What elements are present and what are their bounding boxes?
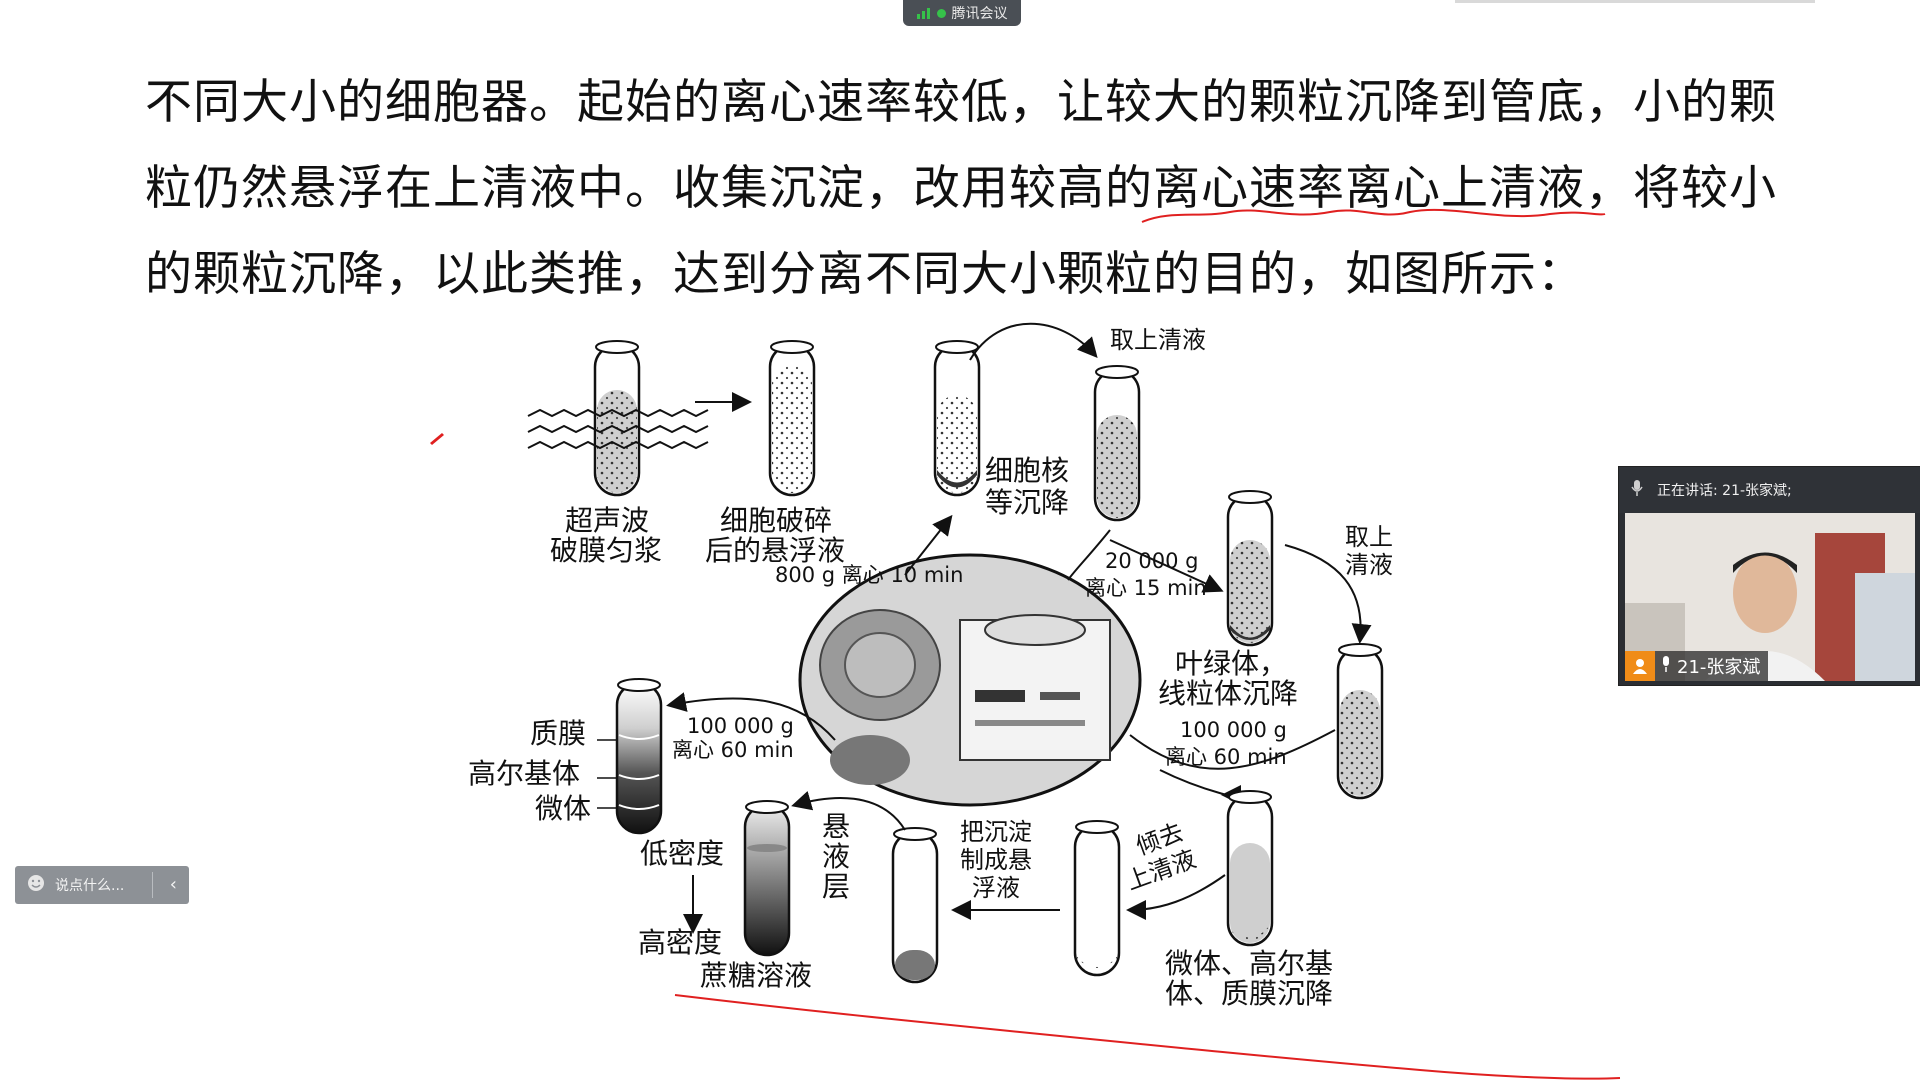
speaking-header: 正在讲话: 21-张家斌; bbox=[1619, 467, 1920, 513]
tube-homogenate bbox=[593, 340, 641, 497]
red-bottom-annotation bbox=[674, 994, 1621, 1080]
mic-icon bbox=[1661, 655, 1671, 677]
label-nucleus-1: 细胞核 bbox=[985, 454, 1069, 487]
label-take-super-2a: 取上 bbox=[1345, 523, 1393, 551]
label-spin-800: 800 g 离心 10 min bbox=[775, 563, 963, 587]
collapse-chevron-icon[interactable]: ‹ bbox=[169, 874, 177, 895]
speaking-label: 正在讲话: 21-张家斌; bbox=[1657, 483, 1792, 499]
label-spin-100000a-1: 100 000 g bbox=[687, 714, 794, 738]
label-spin-20000-1: 20 000 g bbox=[1105, 549, 1199, 573]
label-spin-100000b-2: 离心 60 min bbox=[1165, 745, 1287, 769]
meeting-app-title: 腾讯会议 bbox=[951, 6, 1008, 22]
tube-small-sediment bbox=[1073, 820, 1121, 977]
tube-micro-sediment bbox=[1226, 790, 1274, 947]
tube-sucrose-gradient bbox=[743, 800, 791, 957]
red-underline-annotation bbox=[1141, 208, 1606, 223]
label-high-density: 高密度 bbox=[638, 926, 722, 959]
emoji-icon[interactable] bbox=[27, 874, 45, 896]
label-susp-layer-1: 悬 bbox=[822, 810, 850, 843]
label-ultrasound-1: 超声波 bbox=[565, 504, 649, 537]
label-make-susp-2: 制成悬 bbox=[960, 846, 1032, 874]
label-take-super-2b: 清液 bbox=[1345, 551, 1393, 579]
label-suspension-1: 细胞破碎 bbox=[720, 504, 832, 537]
label-low-density: 低密度 bbox=[640, 837, 724, 870]
document-line: 不同大小的细胞器。起始的离心速率较低，让较大的颗粒沉降到管底，小的颗 bbox=[145, 75, 1777, 130]
chat-divider bbox=[152, 872, 153, 898]
user-icon bbox=[1625, 651, 1655, 681]
participant-video[interactable]: 21-张家斌 bbox=[1625, 513, 1915, 681]
label-chloro-1: 叶绿体， bbox=[1175, 647, 1287, 680]
label-sucrose: 蔗糖溶液 bbox=[700, 959, 812, 992]
tube-resuspended bbox=[891, 827, 939, 984]
label-spin-20000-2: 离心 15 min bbox=[1085, 576, 1207, 600]
document-line: 的颗粒沉降，以此类推，达到分离不同大小颗粒的目的，如图所示： bbox=[145, 247, 1585, 302]
tube-supernatant-2 bbox=[1336, 643, 1384, 800]
label-sediment-2: 体、质膜沉降 bbox=[1165, 977, 1333, 1010]
video-panel[interactable]: 正在讲话: 21-张家斌; 21-张家斌 bbox=[1618, 466, 1920, 686]
arrow-take-super-2 bbox=[1284, 544, 1372, 644]
arrow-take-super-1 bbox=[969, 322, 1098, 361]
label-sediment-1: 微体、高尔基 bbox=[1165, 947, 1333, 980]
centrifuge-photo bbox=[798, 553, 1142, 807]
ultrasound-waves bbox=[527, 408, 709, 450]
label-chloro-2: 线粒体沉降 bbox=[1158, 677, 1298, 710]
arrow-800g bbox=[904, 514, 953, 576]
meeting-title-bar[interactable]: 腾讯会议 bbox=[903, 0, 1021, 26]
label-micro: 微体 bbox=[535, 792, 591, 825]
chat-placeholder: 说点什么... bbox=[55, 878, 125, 894]
tube-chloroplast bbox=[1226, 490, 1274, 647]
arrow-20000g-tail bbox=[1109, 539, 1224, 593]
participant-name-tag: 21-张家斌 bbox=[1625, 651, 1769, 681]
label-take-super-1: 取上清液 bbox=[1110, 326, 1206, 354]
label-nucleus-2: 等沉降 bbox=[985, 486, 1069, 519]
tube-nucleus bbox=[933, 340, 981, 497]
tube-supernatant-1 bbox=[1093, 365, 1141, 522]
document-body: 不同大小的细胞器。起始的离心速率较低，让较大的颗粒沉降到管底，小的颗 粒仍然悬浮… bbox=[145, 60, 1805, 318]
pen-cursor-icon bbox=[430, 433, 444, 445]
shield-icon bbox=[936, 8, 946, 18]
label-ultrasound-2: 破膜匀浆 bbox=[550, 534, 662, 567]
arrow-20000g bbox=[1067, 529, 1111, 581]
label-susp-layer-2: 液 bbox=[822, 840, 850, 873]
participant-name: 21-张家斌 bbox=[1677, 657, 1761, 678]
signal-icon bbox=[916, 7, 931, 19]
mic-icon bbox=[1631, 480, 1643, 500]
arrow-to-gradient bbox=[791, 790, 906, 831]
tube-separated-bands bbox=[615, 678, 663, 835]
arrow-100000g-b bbox=[1129, 729, 1336, 770]
label-golgi: 高尔基体 bbox=[468, 757, 580, 790]
label-susp-layer-3: 层 bbox=[822, 870, 850, 903]
top-toolbar-edge bbox=[1455, 0, 1815, 3]
label-spin-100000b-1: 100 000 g bbox=[1180, 718, 1287, 742]
label-make-susp-3: 浮液 bbox=[972, 874, 1020, 902]
label-make-susp-1: 把沉淀 bbox=[960, 818, 1032, 846]
arrow-pour bbox=[1126, 874, 1226, 920]
arrow-100000g-a bbox=[666, 692, 836, 741]
label-pm: 质膜 bbox=[530, 717, 586, 750]
tube-suspension bbox=[768, 340, 816, 497]
chat-input[interactable]: 说点什么... ‹ bbox=[15, 866, 189, 904]
document-line: 粒仍然悬浮在上清液中。收集沉淀，改用较高的离心速率离心上清液，将较小 bbox=[145, 161, 1777, 216]
label-suspension-2: 后的悬浮液 bbox=[705, 534, 845, 567]
label-spin-100000a-2: 离心 60 min bbox=[672, 738, 794, 762]
